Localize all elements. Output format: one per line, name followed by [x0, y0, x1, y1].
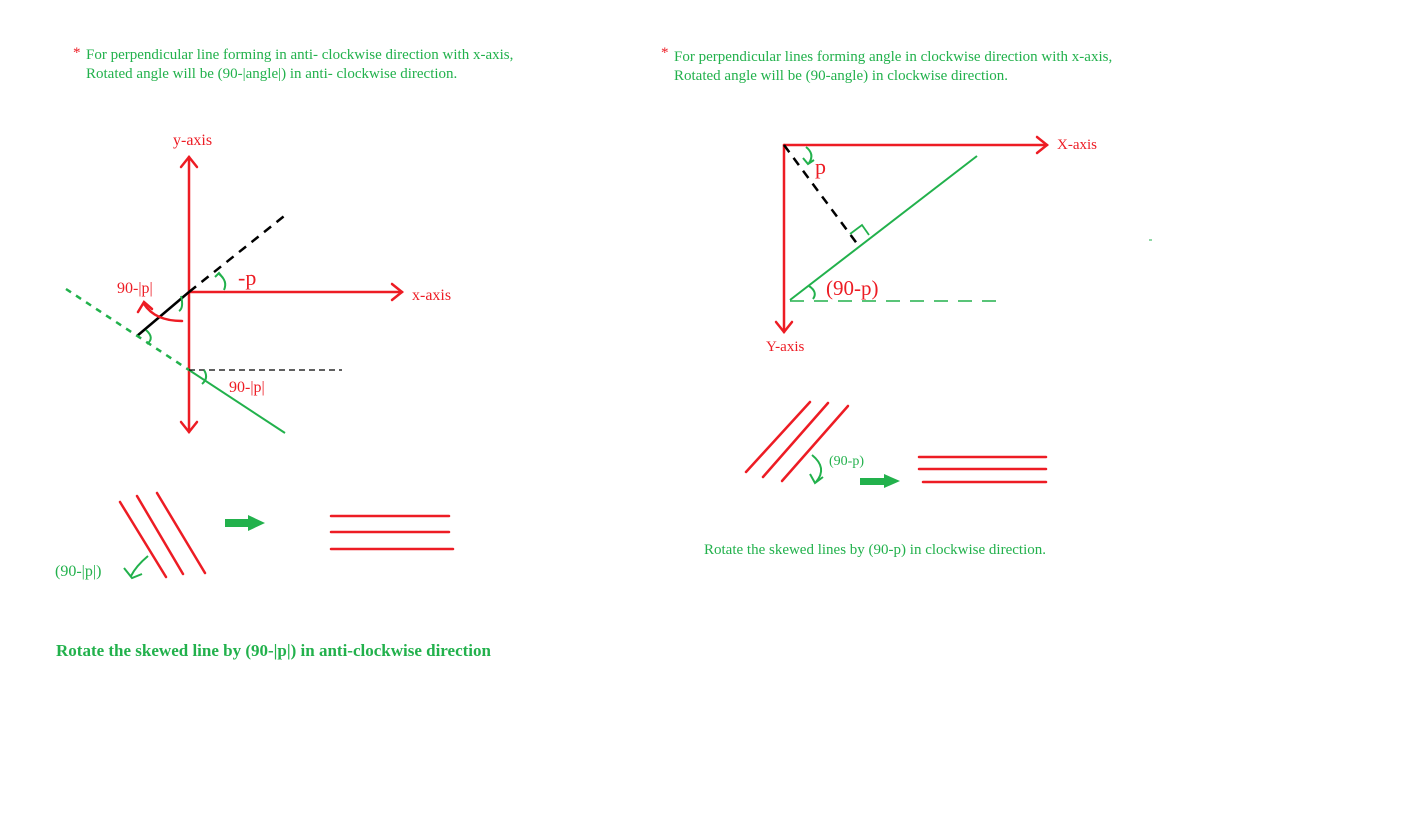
right-transform-arrow-shaft	[860, 478, 885, 485]
right-x-axis-label: X-axis	[1057, 137, 1097, 153]
right-angle-arc-p-arrow	[802, 157, 815, 166]
right-y-axis-label: Y-axis	[766, 339, 804, 355]
left-skewed-line-3	[155, 491, 207, 575]
right-perpendicular-dashed	[782, 144, 860, 246]
left-rotation-label: (90-|p|)	[55, 563, 101, 580]
right-transform-arrow-head	[884, 474, 900, 488]
right-note-line-1: For perpendicular lines forming angle in…	[674, 49, 1112, 65]
right-angle-label-p: p	[815, 154, 826, 179]
right-rotation-arc	[811, 454, 823, 483]
left-y-axis-label: y-axis	[173, 132, 212, 149]
left-note-line-2: Rotated angle will be (90-|angle|) in an…	[86, 66, 457, 82]
left-angle-arc-origin	[178, 295, 184, 312]
left-angle-arc-lower	[201, 369, 208, 385]
left-perpendicular-dashed	[188, 212, 289, 293]
right-caption: Rotate the skewed lines by (90-p) in clo…	[704, 542, 1046, 558]
right-panel: * For perpendicular lines forming angle …	[661, 45, 1152, 558]
right-y-axis-arrow	[774, 320, 794, 335]
left-angle-label-lower: 90-|p|	[229, 379, 265, 396]
left-y-axis-arrow-down	[179, 420, 199, 435]
right-rotation-arrow-head	[809, 473, 824, 485]
right-angle-arc-p	[805, 146, 813, 164]
left-note-bullet: *	[73, 45, 81, 61]
left-rotation-arrow-head	[123, 567, 143, 580]
right-skewed-line-2	[761, 401, 830, 479]
left-line-dashed	[65, 287, 190, 372]
left-angle-arc-neg-p-arrow	[214, 271, 224, 279]
right-angle-label-90p: (90-p)	[826, 276, 878, 300]
left-note-line-1: For perpendicular line forming in anti- …	[86, 47, 513, 63]
left-rotation-arc-upper	[142, 302, 184, 323]
left-x-axis-label: x-axis	[412, 287, 451, 304]
left-panel: * For perpendicular line forming in anti…	[55, 45, 513, 660]
left-angle-label-neg-p: -p	[238, 265, 256, 290]
left-y-axis-arrow-up	[179, 154, 199, 169]
right-skewed-line-3	[780, 404, 850, 483]
left-perpendicular-solid	[136, 291, 190, 337]
right-note-bullet: *	[661, 45, 669, 61]
left-caption: Rotate the skewed line by (90-|p|) in an…	[56, 641, 492, 660]
right-note-line-2: Rotated angle will be (90-angle) in cloc…	[674, 68, 1008, 84]
right-line-solid	[789, 155, 978, 301]
left-skewed-line-1	[118, 500, 168, 579]
left-skewed-line-2	[135, 494, 185, 576]
left-rotation-arc	[130, 555, 149, 577]
right-x-axis-arrow	[1035, 135, 1050, 155]
right-right-angle-marker	[849, 223, 870, 236]
left-angle-label-upper: 90-|p|	[117, 280, 153, 297]
right-skewed-line-1	[744, 400, 812, 474]
left-angle-arc-perp	[145, 329, 152, 345]
right-rotation-label: (90-p)	[829, 454, 864, 469]
left-transform-arrow-head	[248, 515, 265, 531]
left-transform-arrow-shaft	[225, 519, 249, 527]
right-angle-arc-90p	[808, 285, 816, 300]
left-x-axis-arrow	[390, 282, 405, 302]
left-rotation-arc-upper-arrow	[136, 300, 154, 314]
